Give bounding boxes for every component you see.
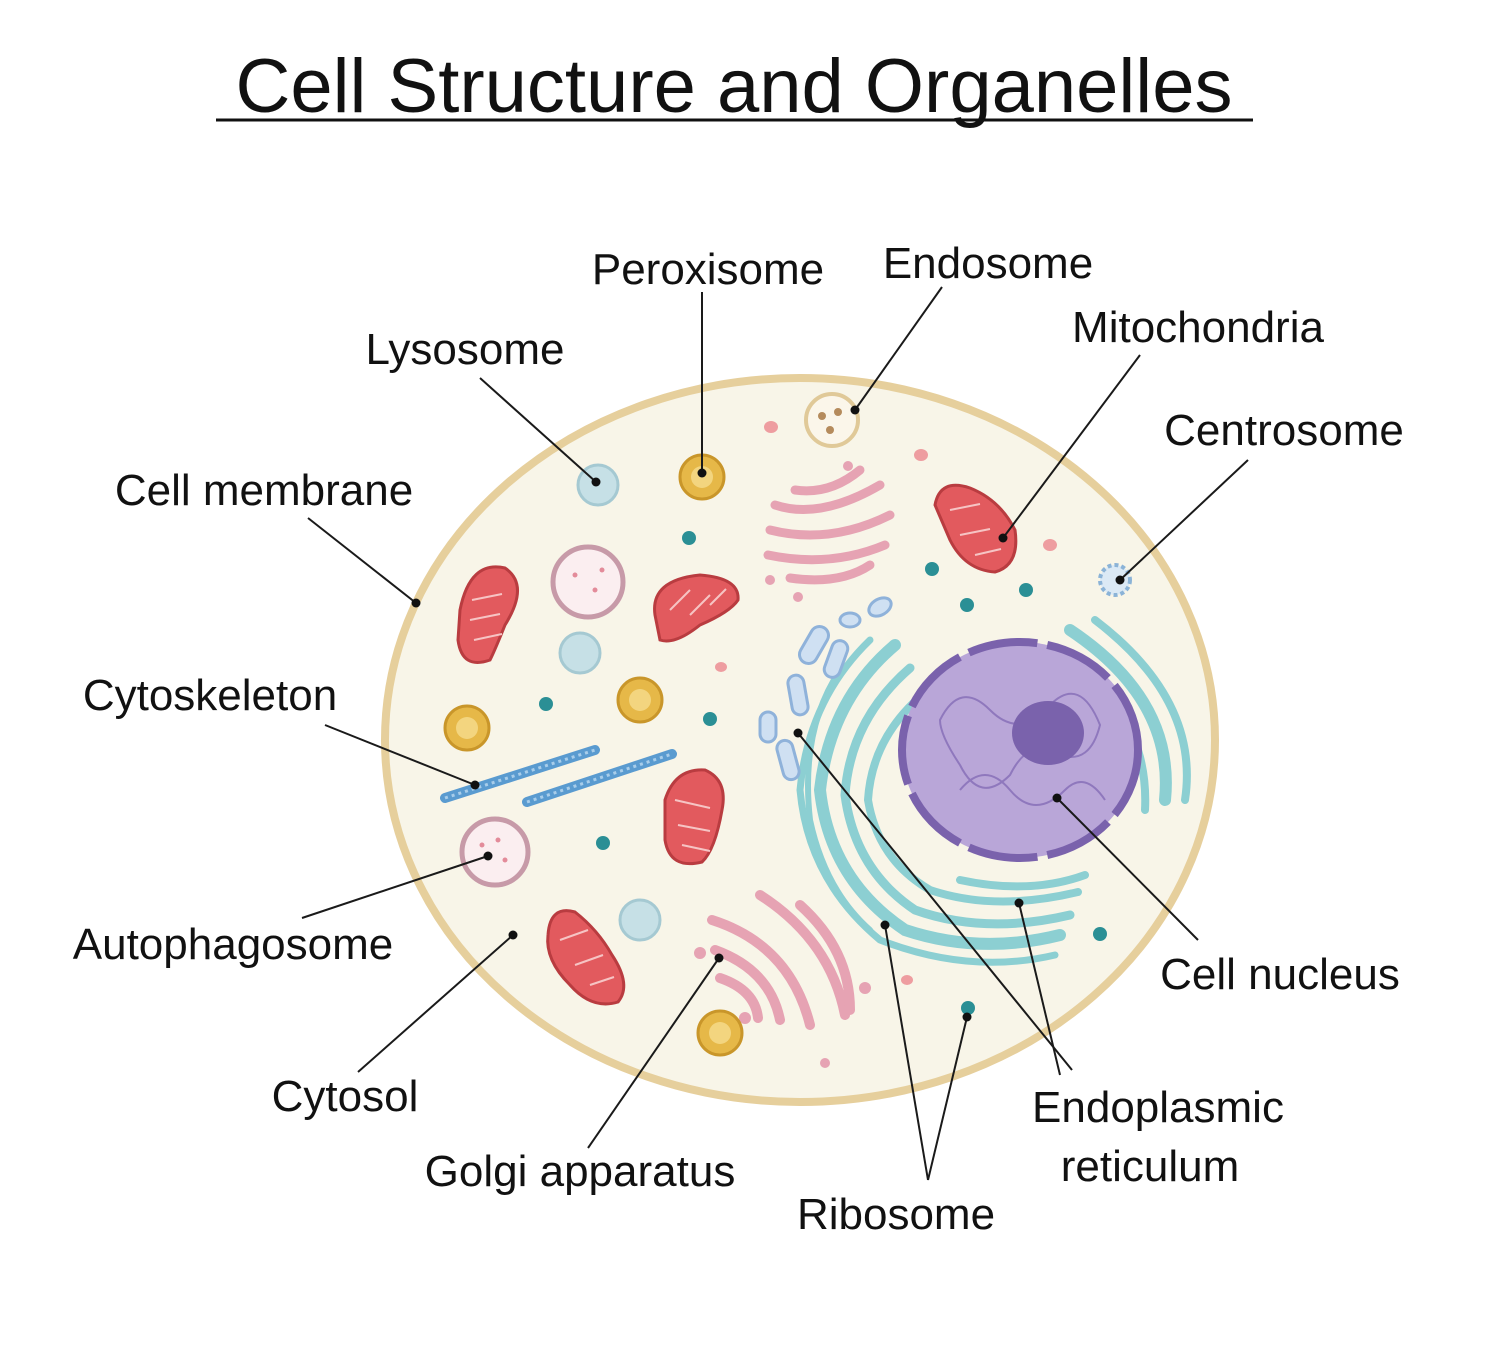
leader-lines [301, 286, 1249, 1181]
label-endoplasmic-reticulum-line2: reticulum [1061, 1142, 1240, 1191]
cytoskeleton [440, 745, 677, 807]
leader-dots [411, 405, 1125, 1022]
diagram-title: Cell Structure and Organelles [236, 44, 1233, 129]
label-peroxisome: Peroxisome [592, 245, 824, 294]
label-endoplasmic-reticulum-line1: Endoplasmic [1032, 1083, 1284, 1132]
ribosome [961, 1001, 975, 1015]
autophagosome-speckles [479, 567, 605, 863]
golgi-apparatus-top [763, 465, 895, 585]
golgi-vesicles-bottom [694, 947, 871, 1068]
nucleolus [1012, 701, 1084, 765]
label-golgi-apparatus: Golgi apparatus [425, 1147, 736, 1196]
centrosome [1098, 563, 1132, 597]
label-cytoskeleton: Cytoskeleton [83, 671, 337, 720]
golgi-apparatus-bottom [707, 890, 855, 1030]
vesicles [715, 421, 1057, 985]
label-cytosol: Cytosol [272, 1072, 419, 1121]
autophagosome-group [459, 544, 626, 888]
ribosome-group [539, 531, 1107, 1015]
endoplasmic-reticulum [796, 616, 1191, 966]
label-cell-nucleus: Cell nucleus [1160, 950, 1400, 999]
label-cell-membrane: Cell membrane [115, 466, 413, 515]
mitochondria-cristae [469, 503, 1002, 986]
cell-nucleus [898, 638, 1142, 862]
autophagosome [459, 816, 531, 888]
smooth-er [758, 596, 893, 782]
label-ribosome: Ribosome [797, 1190, 995, 1239]
label-lysosome: Lysosome [366, 325, 565, 374]
label-centrosome: Centrosome [1164, 406, 1404, 455]
label-mitochondria: Mitochondria [1072, 303, 1324, 352]
label-autophagosome: Autophagosome [73, 920, 393, 969]
endosome [804, 392, 860, 448]
label-endosome: Endosome [883, 239, 1093, 288]
golgi-vesicles-top [765, 461, 853, 602]
